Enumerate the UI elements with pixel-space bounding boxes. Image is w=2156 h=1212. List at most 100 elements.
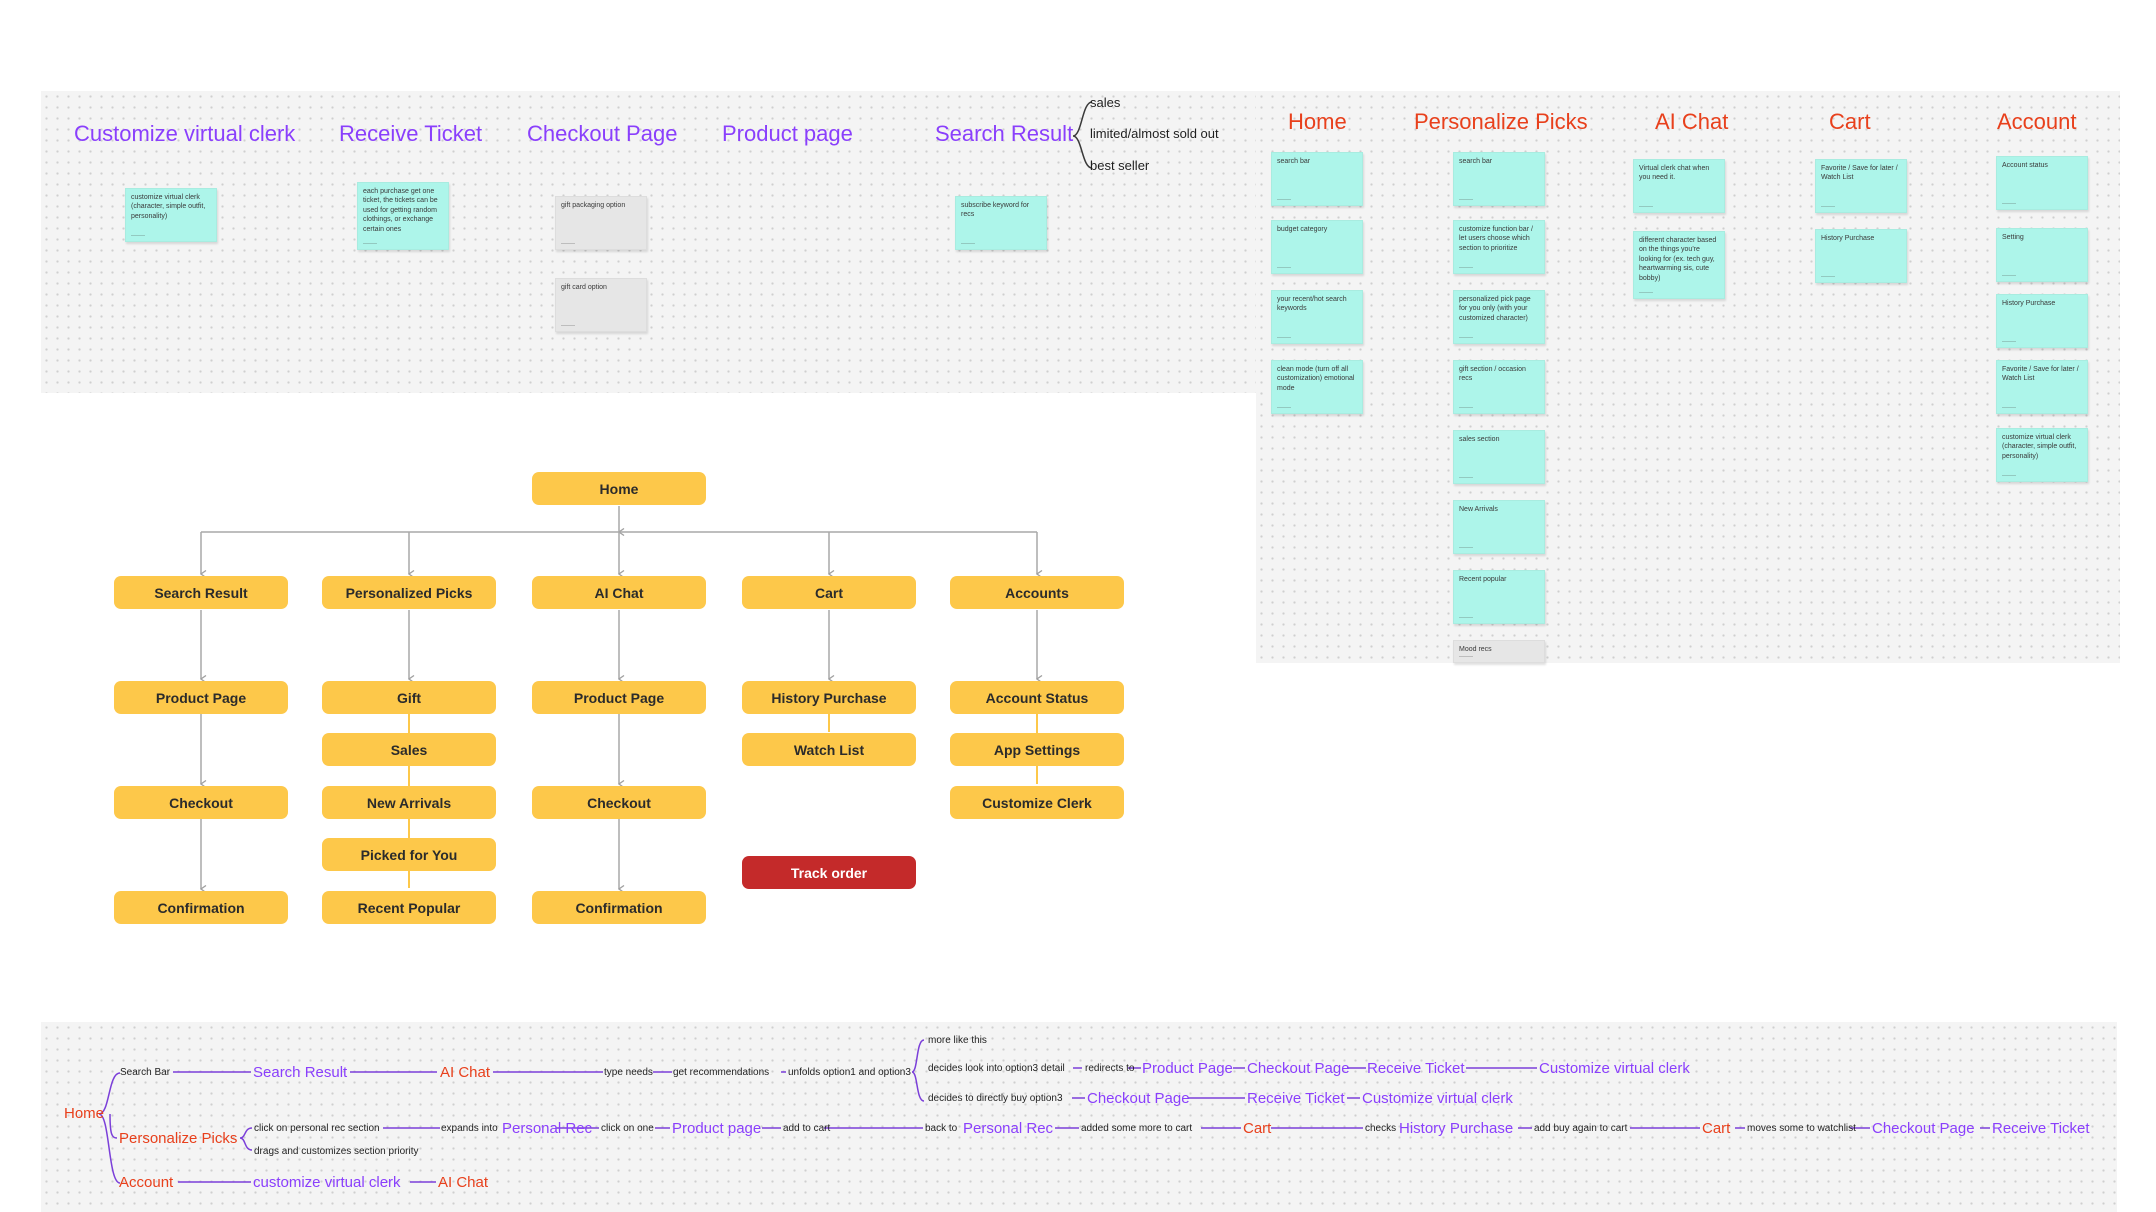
flow-added-more: added some more to cart — [1081, 1123, 1193, 1134]
branch-label-best-seller: best seller — [1090, 158, 1150, 173]
branch-label-sales: sales — [1090, 95, 1121, 110]
sticky-gift-card[interactable]: gift card option — [555, 278, 647, 332]
sticky-home-keywords[interactable]: your recent/hot search keywords — [1271, 290, 1363, 344]
sitemap-node-picked-for-you[interactable]: Picked for You — [322, 838, 496, 871]
flow-history-purchase[interactable]: History Purchase — [1399, 1120, 1514, 1137]
flow-personal-rec-2[interactable]: Personal Rec — [963, 1120, 1054, 1137]
flow-add-to-cart: add to cart — [783, 1123, 831, 1134]
flow-customize-clerk-3[interactable]: customize virtual clerk — [253, 1174, 401, 1191]
heading-home: Home — [1288, 109, 1347, 134]
sticky-gift-packaging[interactable]: gift packaging option — [555, 196, 647, 250]
sitemap-node-gift[interactable]: Gift — [322, 681, 496, 714]
sticky-picks-gift[interactable]: gift section / occasion recs — [1453, 360, 1545, 414]
flow-customize-clerk-1[interactable]: Customize virtual clerk — [1539, 1060, 1690, 1077]
sitemap-node-search-confirmation[interactable]: Confirmation — [114, 891, 288, 924]
search-result-branch-brace — [1072, 101, 1093, 169]
flow-click-on-one: click on one — [601, 1123, 654, 1134]
flow-home: Home — [64, 1105, 105, 1122]
heading-checkout-page: Checkout Page — [527, 121, 678, 146]
sticky-home-budget[interactable]: budget category — [1271, 220, 1363, 274]
sitemap-node-search-product-page[interactable]: Product Page — [114, 681, 288, 714]
sitemap-node-home[interactable]: Home — [532, 472, 706, 505]
flow-more-like-this: more like this — [928, 1035, 987, 1046]
sticky-ai-chat-clerk[interactable]: Virtual clerk chat when you need it. — [1633, 159, 1725, 213]
sticky-picks-sales[interactable]: sales section — [1453, 430, 1545, 484]
sitemap-node-customize-clerk[interactable]: Customize Clerk — [950, 786, 1124, 819]
heading-personalize-picks: Personalize Picks — [1414, 109, 1588, 134]
flow-receive-ticket-2[interactable]: Receive Ticket — [1247, 1090, 1345, 1107]
sitemap-node-personalized-picks[interactable]: Personalized Picks — [322, 576, 496, 609]
user-flow-board — [41, 1022, 2117, 1212]
sticky-subscribe[interactable]: subscribe keyword for recs — [955, 196, 1047, 250]
sticky-picks-recent-popular[interactable]: Recent popular — [1453, 570, 1545, 624]
flow-search-bar: Search Bar — [120, 1067, 171, 1078]
sitemap-node-search-result[interactable]: Search Result — [114, 576, 288, 609]
sticky-picks-search-bar[interactable]: search bar — [1453, 152, 1545, 206]
sitemap-node-chat-product-page[interactable]: Product Page — [532, 681, 706, 714]
flow-back-to: back to — [925, 1123, 958, 1134]
flow-personalize-picks: Personalize Picks — [119, 1130, 238, 1147]
sticky-account-customize[interactable]: customize virtual clerk (character, simp… — [1996, 428, 2088, 482]
sticky-home-search-bar[interactable]: search bar — [1271, 152, 1363, 206]
flow-add-buy-again: add buy again to cart — [1534, 1123, 1628, 1134]
sticky-account-status[interactable]: Account status — [1996, 156, 2088, 210]
flow-checks: checks — [1365, 1123, 1397, 1134]
sitemap-node-accounts[interactable]: Accounts — [950, 576, 1124, 609]
flow-ai-chat-2: AI Chat — [438, 1174, 489, 1191]
sticky-ticket[interactable]: each purchase get one ticket, the ticket… — [357, 182, 449, 250]
flow-get-recommendations: get recommendations — [673, 1067, 770, 1078]
flow-personal-rec[interactable]: Personal Rec — [502, 1120, 593, 1137]
sticky-account-setting[interactable]: Setting — [1996, 228, 2088, 282]
flow-receive-ticket-1[interactable]: Receive Ticket — [1367, 1060, 1465, 1077]
heading-product-page: Product page — [722, 121, 853, 146]
sitemap-node-ai-chat[interactable]: AI Chat — [532, 576, 706, 609]
heading-search-result: Search Result — [935, 121, 1074, 146]
sitemap-node-history-purchase[interactable]: History Purchase — [742, 681, 916, 714]
sitemap-node-cart[interactable]: Cart — [742, 576, 916, 609]
sticky-ai-chat-characters[interactable]: different character based on the things … — [1633, 231, 1725, 299]
sticky-picks-pick-page[interactable]: personalized pick page for you only (wit… — [1453, 290, 1545, 344]
sticky-picks-function-bar[interactable]: customize function bar / let users choos… — [1453, 220, 1545, 274]
sitemap-node-track-order[interactable]: Track order — [742, 856, 916, 889]
flow-checkout-page-2[interactable]: Checkout Page — [1087, 1090, 1190, 1107]
flow-receive-ticket-3[interactable]: Receive Ticket — [1992, 1120, 2090, 1137]
heading-cart: Cart — [1829, 109, 1871, 134]
sitemap-node-app-settings[interactable]: App Settings — [950, 733, 1124, 766]
sticky-picks-mood-recs[interactable]: Mood recs — [1453, 640, 1545, 663]
flow-product-page-1[interactable]: Product Page — [1142, 1060, 1233, 1077]
flow-click-personal-rec: click on personal rec section — [254, 1123, 380, 1134]
heading-ai-chat: AI Chat — [1655, 109, 1729, 134]
sitemap-node-new-arrivals[interactable]: New Arrivals — [322, 786, 496, 819]
sitemap-node-sales[interactable]: Sales — [322, 733, 496, 766]
sitemap-node-watch-list[interactable]: Watch List — [742, 733, 916, 766]
sticky-cart-history[interactable]: History Purchase — [1815, 229, 1907, 283]
sticky-picks-new-arrivals[interactable]: New Arrivals — [1453, 500, 1545, 554]
flow-account: Account — [119, 1174, 174, 1191]
sticky-account-history[interactable]: History Purchase — [1996, 294, 2088, 348]
sitemap-node-account-status[interactable]: Account Status — [950, 681, 1124, 714]
sticky-home-clean-mode[interactable]: clean mode (turn off all customization) … — [1271, 360, 1363, 414]
sitemap-node-chat-checkout[interactable]: Checkout — [532, 786, 706, 819]
flow-drags-customizes: drags and customizes section priority — [254, 1146, 419, 1157]
flow-unfolds-options: unfolds option1 and option3 — [788, 1067, 911, 1078]
flow-ai-chat: AI Chat — [440, 1064, 491, 1081]
sitemap-node-search-checkout[interactable]: Checkout — [114, 786, 288, 819]
sticky-cart-favorite[interactable]: Favorite / Save for later / Watch List — [1815, 159, 1907, 213]
flow-redirects-to: redirects to — [1085, 1063, 1135, 1074]
flow-cart-2: Cart — [1702, 1120, 1731, 1137]
flow-checkout-page-1[interactable]: Checkout Page — [1247, 1060, 1350, 1077]
flow-customize-clerk-2[interactable]: Customize virtual clerk — [1362, 1090, 1513, 1107]
sitemap-node-recent-popular[interactable]: Recent Popular — [322, 891, 496, 924]
flow-cart-1: Cart — [1243, 1120, 1272, 1137]
research-board — [41, 91, 1257, 393]
flow-expands-into: expands into — [441, 1123, 498, 1134]
sitemap-node-chat-confirmation[interactable]: Confirmation — [532, 891, 706, 924]
flow-checkout-page-3[interactable]: Checkout Page — [1872, 1120, 1975, 1137]
flow-type-needs: type needs — [604, 1067, 653, 1078]
heading-receive-ticket: Receive Ticket — [339, 121, 483, 146]
flow-product-page-2[interactable]: Product page — [672, 1120, 762, 1137]
sticky-clerk[interactable]: customize virtual clerk (character, simp… — [125, 188, 217, 242]
flow-moves-watchlist: moves some to watchlist — [1747, 1123, 1856, 1134]
sticky-account-favorite[interactable]: Favorite / Save for later / Watch List — [1996, 360, 2088, 414]
heading-account: Account — [1997, 109, 2077, 134]
